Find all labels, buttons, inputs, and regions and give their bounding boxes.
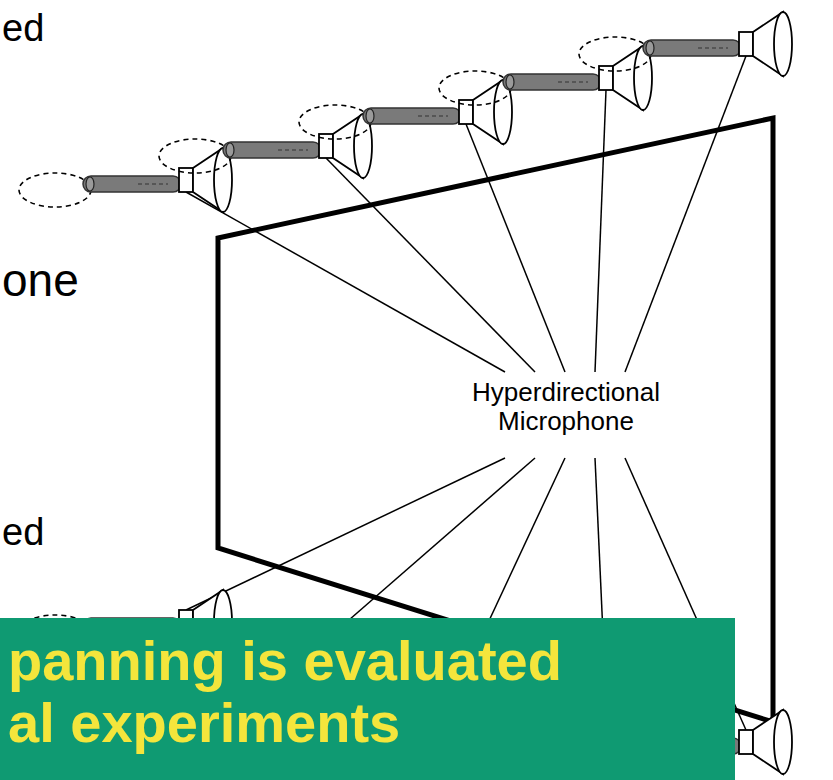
leader-line	[466, 124, 565, 372]
leader-line	[186, 458, 505, 610]
loudspeaker	[739, 12, 792, 76]
microphone-seam	[698, 47, 728, 48]
loudspeaker	[319, 114, 372, 178]
microphone-end	[506, 75, 514, 89]
microphone-end	[226, 143, 234, 157]
microphone	[503, 74, 601, 90]
microphone	[363, 108, 461, 124]
banner-text: panning is evaluated al experiments	[8, 630, 608, 753]
loudspeaker	[739, 710, 792, 774]
microphone-end	[86, 177, 94, 191]
microphone-seam	[418, 115, 448, 116]
leader-line	[326, 458, 535, 640]
microphone-seam	[138, 183, 168, 184]
cut-heading-text: one	[2, 255, 79, 306]
microphone-label: Hyperdirectional Microphone	[450, 378, 682, 435]
microphone	[83, 176, 181, 192]
directivity-pattern	[579, 37, 651, 71]
caption-banner: panning is evaluated al experiments	[0, 618, 735, 780]
microphone-end	[646, 41, 654, 55]
microphone	[223, 142, 321, 158]
microphone-seam	[558, 81, 588, 82]
leader-line	[326, 158, 535, 372]
speaker-mic-unit	[579, 12, 792, 76]
cut-heading-text: ed	[2, 8, 44, 50]
cut-heading-text: ed	[2, 512, 44, 554]
microphone	[643, 40, 741, 56]
loudspeaker	[459, 80, 512, 144]
speaker-mic-unit	[439, 46, 652, 110]
leader-line	[595, 90, 606, 372]
directivity-pattern	[19, 173, 91, 207]
speaker-mic-unit	[19, 148, 232, 212]
directivity-pattern	[439, 71, 511, 105]
directivity-pattern	[159, 139, 231, 173]
loudspeaker	[179, 148, 232, 212]
directivity-pattern	[299, 105, 371, 139]
microphone-end	[366, 109, 374, 123]
microphone-seam	[278, 149, 308, 150]
loudspeaker	[599, 46, 652, 110]
leader-line	[186, 192, 505, 372]
speaker-mic-unit	[159, 114, 372, 178]
speaker-mic-unit	[299, 80, 512, 144]
